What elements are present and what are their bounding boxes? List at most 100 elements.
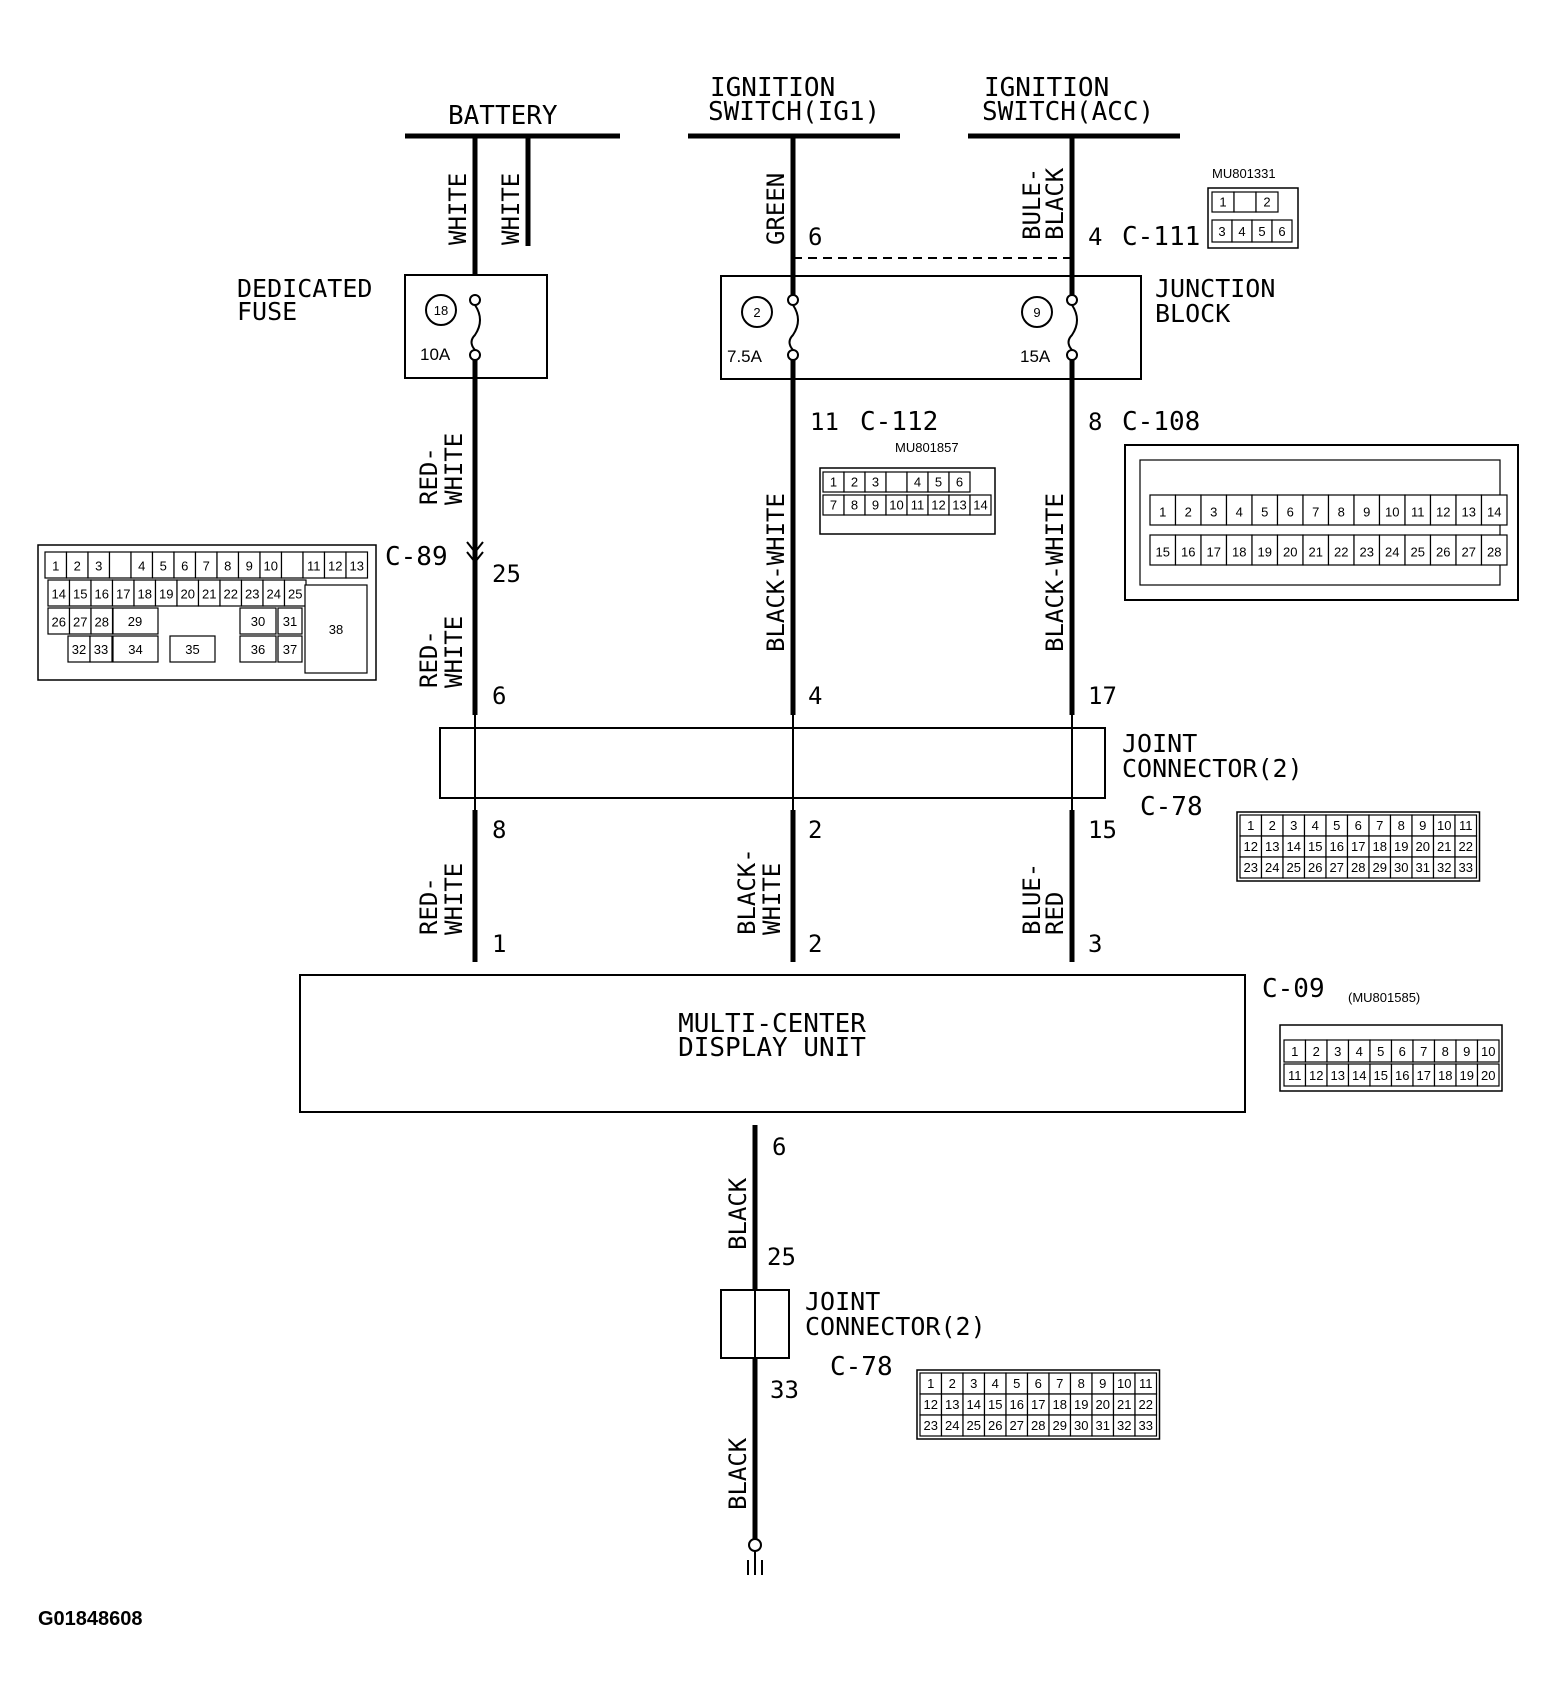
acc-wires: BULE- BLACK 4 C-111 [1018, 136, 1200, 258]
connector-pin-number: 9 [1099, 1376, 1106, 1391]
jcb-out-pin: 33 [770, 1376, 799, 1404]
fuse-2-number: 2 [753, 305, 760, 320]
connector-pin-number: 6 [1287, 505, 1294, 520]
connector-pin-number: 22 [1334, 545, 1348, 560]
jcb-in-pin: 25 [767, 1243, 796, 1271]
connector-pin-number: 23 [1360, 545, 1374, 560]
junction-block: 2 7.5A 9 15A JUNCTION BLOCK [720, 274, 1275, 380]
connector-pin-number: 14 [973, 497, 987, 512]
connector-pin-number: 8 [1338, 505, 1345, 520]
connector-cell [1200, 494, 1228, 526]
connector-cell [1149, 494, 1177, 526]
fuse-9-number: 9 [1033, 305, 1040, 320]
connector-pin-number: 23 [1244, 860, 1258, 875]
connector-pin-number: 19 [1258, 545, 1272, 560]
connector-pin-number: 1 [1291, 1044, 1298, 1059]
connector-pin-number: 1 [1219, 194, 1226, 209]
fuse-9-rating: 15A [1020, 347, 1051, 366]
joint-connector-label-2: CONNECTOR(2) [1122, 754, 1303, 783]
connector-cell [108, 551, 132, 579]
connector-cell [89, 635, 113, 663]
ground-terminal-icon [748, 1538, 762, 1552]
connector-pin-number: 19 [1460, 1068, 1474, 1083]
jc-out-pin-a: 8 [492, 816, 506, 844]
connector-pin-number: 16 [95, 587, 109, 602]
c09-part-number: (MU801585) [1348, 990, 1420, 1005]
connector-pin-number: 4 [992, 1376, 999, 1391]
connector-cell [1149, 534, 1177, 566]
ig1-label-line2: SWITCH(IG1) [708, 97, 880, 127]
connector-pin-number: 25 [1411, 545, 1425, 560]
connector-cell [1429, 534, 1457, 566]
wire-label-bule: BULE- [1018, 168, 1046, 240]
c89-label: C-89 [385, 542, 448, 572]
connector-cell [1353, 494, 1381, 526]
connector-pin-number: 5 [160, 559, 167, 574]
joint-connector-b-label-1: JOINT [805, 1287, 880, 1316]
wire-label-black-white-2b: WHITE [758, 863, 786, 935]
connector-pin-number: 10 [889, 497, 903, 512]
connector-cell [1200, 534, 1228, 566]
connector-pin-number: 14 [1287, 839, 1301, 854]
connector-pin-number: 5 [1013, 1376, 1020, 1391]
connector-cell [1233, 191, 1257, 213]
wire-label-black-b: BLACK [724, 1437, 752, 1510]
ig1-label-line1: IGNITION [710, 73, 835, 103]
wire-label-black-a: BLACK [724, 1177, 752, 1250]
connector-pin-number: 4 [1236, 505, 1243, 520]
connector-pin-number: 10 [1481, 1044, 1495, 1059]
connector-cell [1476, 1039, 1500, 1063]
connector-pin-number: 2 [851, 474, 858, 489]
connector-pin-number: 17 [1031, 1397, 1045, 1412]
c09-label: C-09 [1262, 974, 1325, 1004]
connector-cell [277, 607, 303, 635]
connector-pin-number: 21 [1437, 839, 1451, 854]
connector-pin-number: 14 [1352, 1068, 1366, 1083]
connector-pin-number: 2 [949, 1376, 956, 1391]
acc-out-pin: 8 [1088, 408, 1102, 436]
connector-pin-number: 20 [1283, 545, 1297, 560]
connector-cell [1134, 1414, 1158, 1437]
connector-pin-number: 20 [1481, 1068, 1495, 1083]
wire-label-red-white-1b: WHITE [440, 433, 468, 505]
c108-label: C-108 [1122, 407, 1200, 437]
connector-pin-number: 8 [1078, 1376, 1085, 1391]
connector-pin-number: 13 [1331, 1068, 1345, 1083]
connector-cell [1225, 534, 1253, 566]
connector-pin-number: 10 [1385, 505, 1399, 520]
ig1-wires: GREEN 6 [762, 136, 822, 258]
connector-pin-number: 5 [935, 474, 942, 489]
connector-pin-number: 6 [181, 559, 188, 574]
dedicated-fuse-label-1: DEDICATED [237, 274, 372, 303]
connector-pin-number: 23 [924, 1418, 938, 1433]
wire-label-white-a: WHITE [444, 173, 472, 245]
connector-pin-number: 15 [988, 1397, 1002, 1412]
connector-pin-number: 5 [1333, 818, 1340, 833]
connector-pin-number: 30 [251, 614, 265, 629]
connector-pin-number: 29 [128, 614, 142, 629]
connector-cell [1302, 494, 1330, 526]
connector-pin-number: 16 [1010, 1397, 1024, 1412]
connector-pin-number: 30 [1074, 1418, 1088, 1433]
mcd-pin-c: 3 [1088, 930, 1102, 958]
figure-id: G01848608 [38, 1608, 143, 1630]
wire-label-red-white-1a: RED- [415, 447, 443, 505]
wire-label-white-b: WHITE [497, 173, 525, 245]
connector-pin-number: 26 [1436, 545, 1450, 560]
ignition-switch-acc-source: IGNITION SWITCH(ACC) [968, 73, 1180, 139]
multi-center-display-unit: MULTI-CENTER DISPLAY UNIT [299, 974, 1246, 1113]
connector-pin-number: 3 [95, 559, 102, 574]
connector-pin-number: 13 [350, 559, 364, 574]
connector-pin-number: 28 [1031, 1418, 1045, 1433]
connector-pin-number: 24 [945, 1418, 959, 1433]
connector-pin-number: 32 [1117, 1418, 1131, 1433]
connector-cell [239, 635, 277, 663]
connector-pin-number: 33 [1459, 860, 1473, 875]
connector-pin-number: 24 [267, 587, 281, 602]
connector-pin-number: 19 [1394, 839, 1408, 854]
connector-pin-number: 17 [116, 587, 130, 602]
connector-pin-number: 21 [202, 587, 216, 602]
wire-label-green: GREEN [762, 173, 790, 245]
mcd-label-1: MULTI-CENTER [678, 1009, 866, 1039]
